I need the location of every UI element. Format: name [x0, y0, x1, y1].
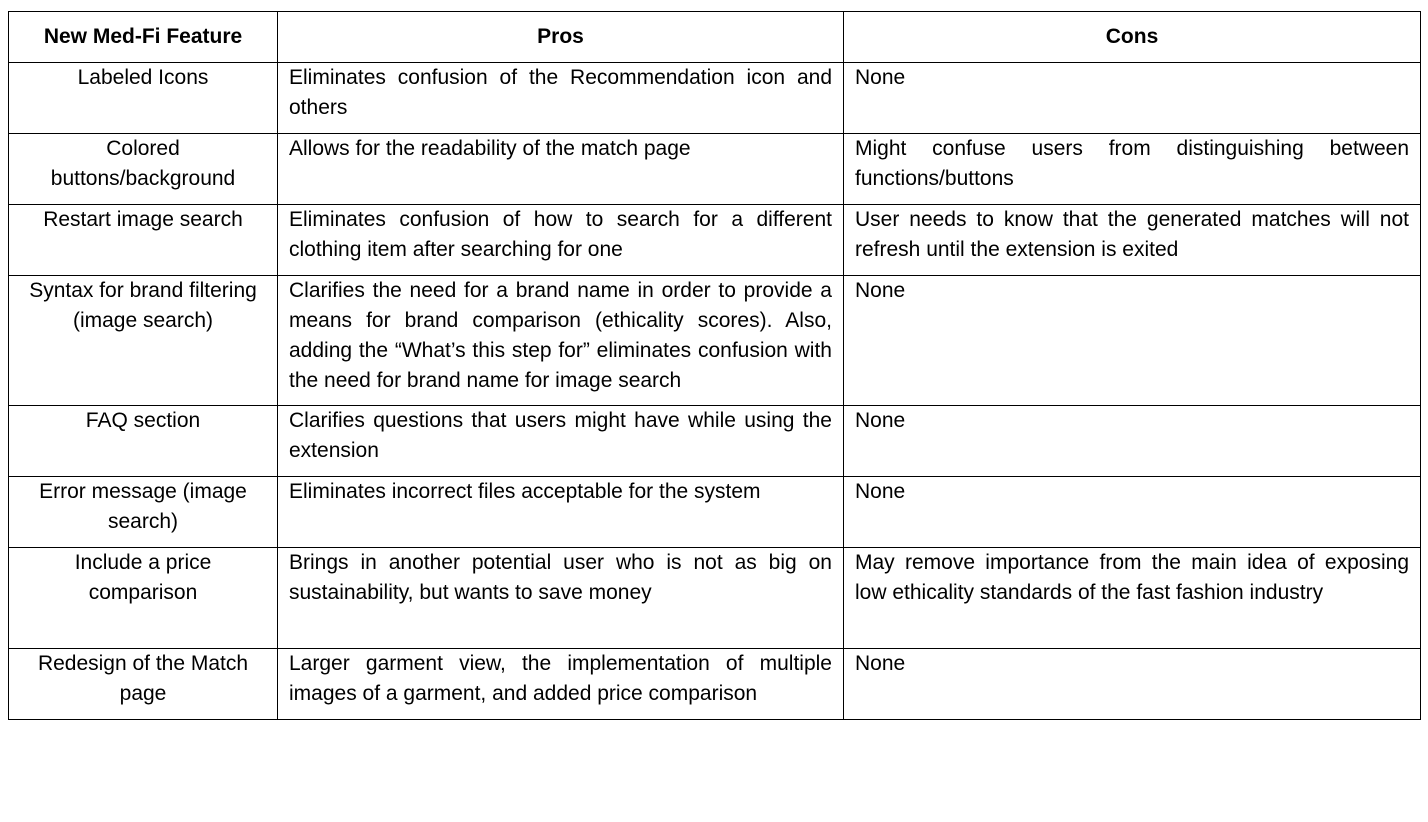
feature-cell: Error message (image search): [8, 476, 278, 548]
cons-cell: May remove importance from the main idea…: [843, 547, 1421, 649]
cons-cell: Might confuse users from distinguishing …: [843, 133, 1421, 205]
cons-cell: None: [843, 62, 1421, 134]
header-pros: Pros: [277, 11, 844, 63]
cons-cell: None: [843, 476, 1421, 548]
table-row: Include a price comparison Brings in ano…: [8, 547, 1421, 649]
pros-cell: Larger garment view, the implementation …: [277, 648, 844, 720]
pros-cell: Clarifies questions that users might hav…: [277, 405, 844, 477]
table-row: FAQ section Clarifies questions that use…: [8, 405, 1421, 477]
cons-cell: None: [843, 405, 1421, 477]
table-row: Restart image search Eliminates confusio…: [8, 204, 1421, 276]
pros-cell: Clarifies the need for a brand name in o…: [277, 275, 844, 406]
table-row: Labeled Icons Eliminates confusion of th…: [8, 62, 1421, 134]
header-cons: Cons: [843, 11, 1421, 63]
header-feature: New Med-Fi Feature: [8, 11, 278, 63]
feature-comparison-table: New Med-Fi Feature Pros Cons Labeled Ico…: [8, 11, 1421, 720]
feature-cell: Redesign of the Match page: [8, 648, 278, 720]
pros-cell: Allows for the readability of the match …: [277, 133, 844, 205]
feature-cell: Include a price comparison: [8, 547, 278, 649]
table-row: Colored buttons/background Allows for th…: [8, 133, 1421, 205]
feature-cell: Syntax for brand filtering (image search…: [8, 275, 278, 406]
feature-cell: Labeled Icons: [8, 62, 278, 134]
feature-cell: FAQ section: [8, 405, 278, 477]
pros-cell: Eliminates confusion of how to search fo…: [277, 204, 844, 276]
table-row: Redesign of the Match page Larger garmen…: [8, 648, 1421, 720]
pros-cell: Eliminates incorrect files acceptable fo…: [277, 476, 844, 548]
pros-cell: Brings in another potential user who is …: [277, 547, 844, 649]
cons-cell: User needs to know that the generated ma…: [843, 204, 1421, 276]
table-row: Error message (image search) Eliminates …: [8, 476, 1421, 548]
cons-cell: None: [843, 648, 1421, 720]
feature-cell: Colored buttons/background: [8, 133, 278, 205]
cons-cell: None: [843, 275, 1421, 406]
table-row: Syntax for brand filtering (image search…: [8, 275, 1421, 406]
feature-cell: Restart image search: [8, 204, 278, 276]
pros-cell: Eliminates confusion of the Recommendati…: [277, 62, 844, 134]
header-row: New Med-Fi Feature Pros Cons: [8, 11, 1421, 63]
